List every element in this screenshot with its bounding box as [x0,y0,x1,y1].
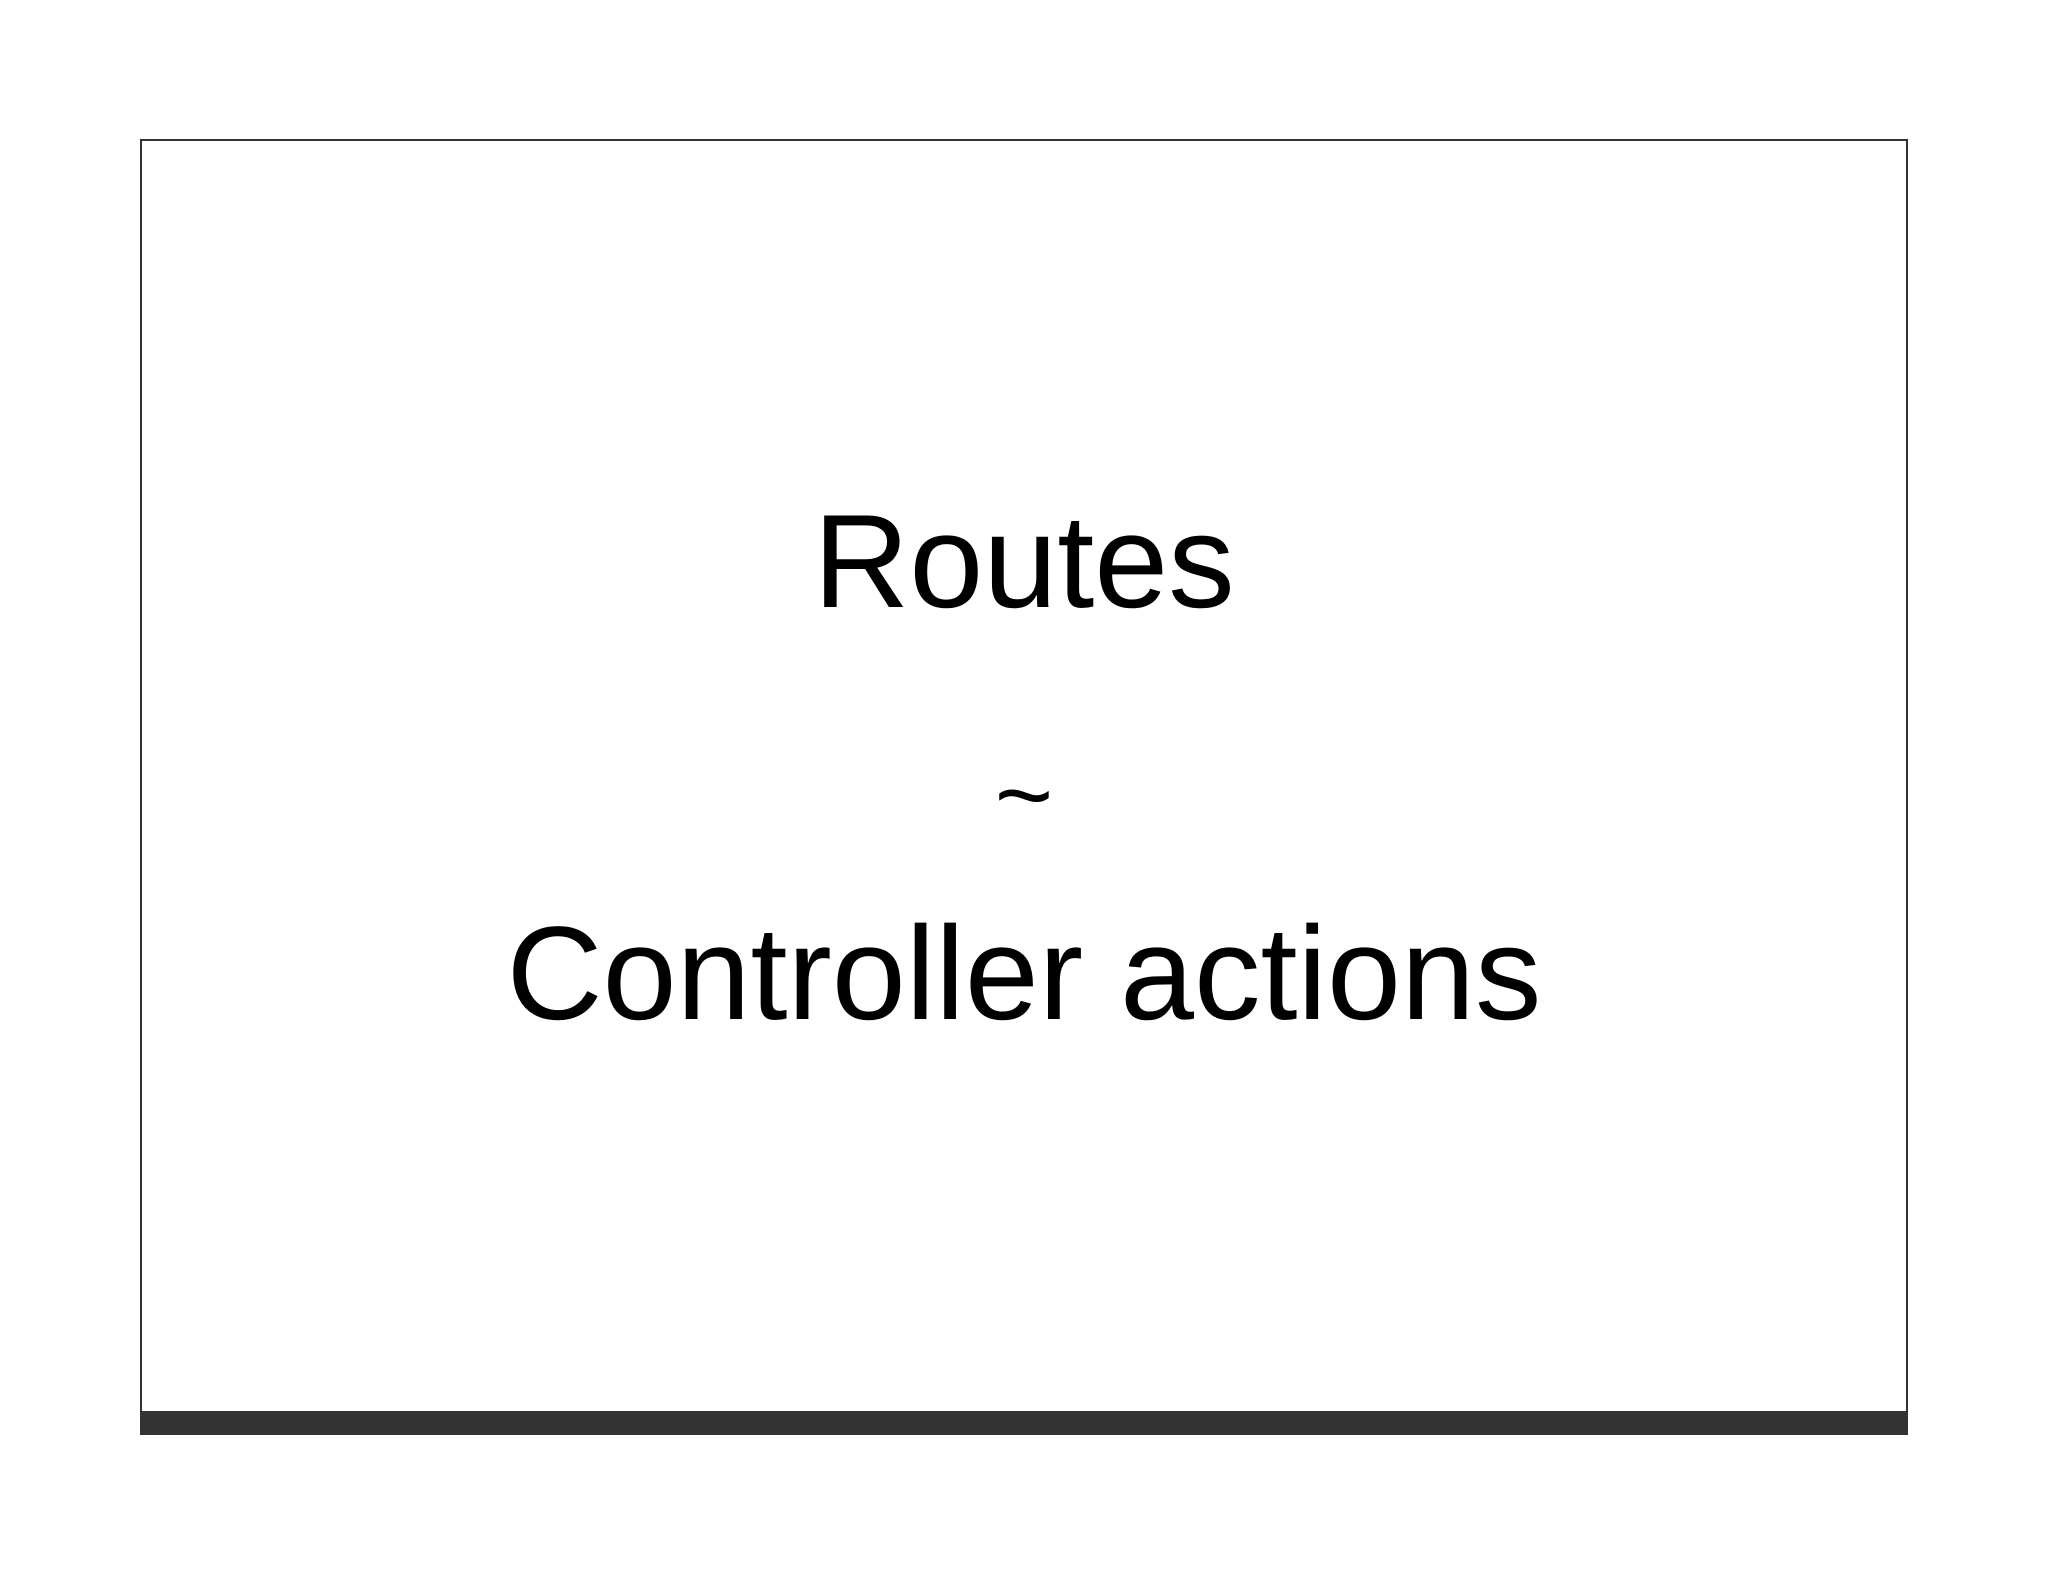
slide-title: Routes [813,488,1235,636]
slide-bottom-bar [140,1413,1908,1435]
slide-subtitle: Controller actions [506,900,1542,1048]
slide-separator: ~ [994,739,1054,851]
slide-frame: Routes ~ Controller actions [140,139,1908,1413]
